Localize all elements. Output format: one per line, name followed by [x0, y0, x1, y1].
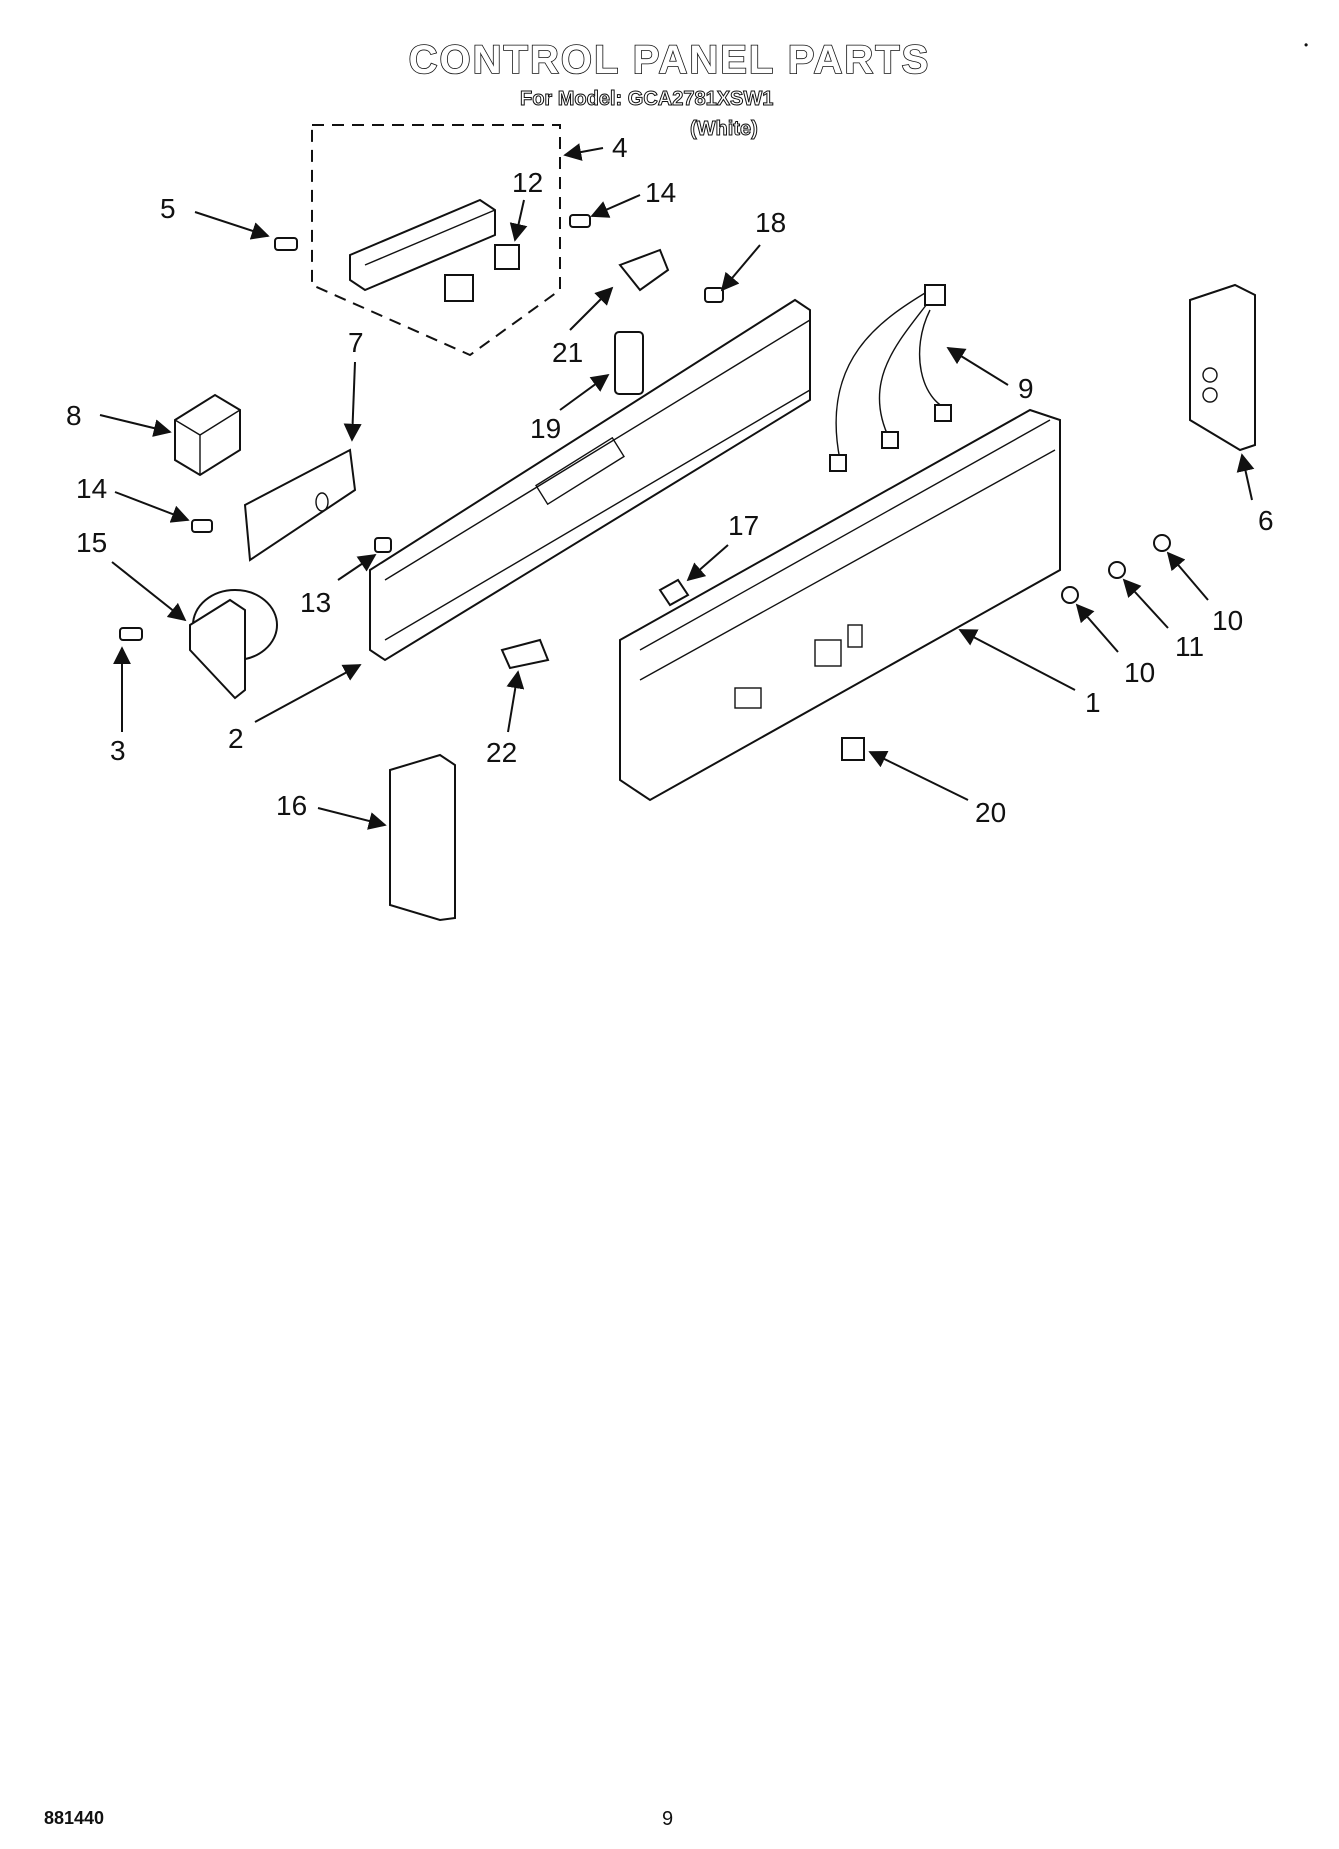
callout-19: 19 — [530, 413, 561, 444]
callout-5: 5 — [160, 193, 176, 224]
callout-20: 20 — [975, 797, 1006, 828]
page-number: 9 — [662, 1808, 674, 1830]
part-clamp-21 — [618, 248, 670, 292]
callout-10a: 10 — [1212, 605, 1243, 636]
callout-8: 8 — [66, 400, 82, 431]
callout-9: 9 — [1018, 373, 1034, 404]
callout-4: 4 — [612, 132, 628, 163]
part-capacitor-19 — [614, 331, 644, 395]
callout-6: 6 — [1258, 505, 1274, 536]
part-transformer — [174, 393, 241, 477]
part-mounting-rail-2 — [369, 298, 811, 662]
leader-arrows — [99, 143, 1255, 830]
callout-7: 7 — [348, 327, 364, 358]
callout-2: 2 — [228, 723, 244, 754]
callout-13: 13 — [300, 587, 331, 618]
callout-14b: 14 — [645, 177, 676, 208]
part-wiring-harness-9 — [829, 284, 952, 472]
callout-12: 12 — [512, 167, 543, 198]
callout-labels: 1 2 3 4 5 6 7 8 9 10 10 11 12 13 14 14 1… — [66, 132, 1274, 828]
callout-16: 16 — [276, 790, 307, 821]
part-control-board-7 — [243, 448, 357, 562]
part-electronic-control — [349, 198, 520, 302]
part-end-cap-16 — [389, 753, 456, 922]
part-switch-15 — [189, 589, 278, 700]
part-end-bracket-6 — [1189, 283, 1256, 452]
part-control-panel-1 — [619, 408, 1061, 802]
corner-mark: • — [1304, 38, 1309, 52]
callout-15: 15 — [76, 527, 107, 558]
callout-1: 1 — [1085, 687, 1101, 718]
callout-21: 21 — [552, 337, 583, 368]
document-number: 881440 — [44, 1808, 105, 1828]
callout-22: 22 — [486, 737, 517, 768]
model-line: For Model: GCA2781XSW1 — [519, 88, 774, 111]
color-note: (White) — [690, 118, 759, 141]
callout-11: 11 — [1175, 631, 1204, 662]
callout-18: 18 — [755, 207, 786, 238]
page-title: CONTROL PANEL PARTS — [408, 37, 931, 83]
callout-3: 3 — [110, 735, 126, 766]
fasteners — [119, 214, 1171, 761]
callout-14a: 14 — [76, 473, 107, 504]
assembly-4-outline — [311, 124, 561, 357]
callout-10b: 10 — [1124, 657, 1155, 688]
callout-17: 17 — [728, 510, 759, 541]
